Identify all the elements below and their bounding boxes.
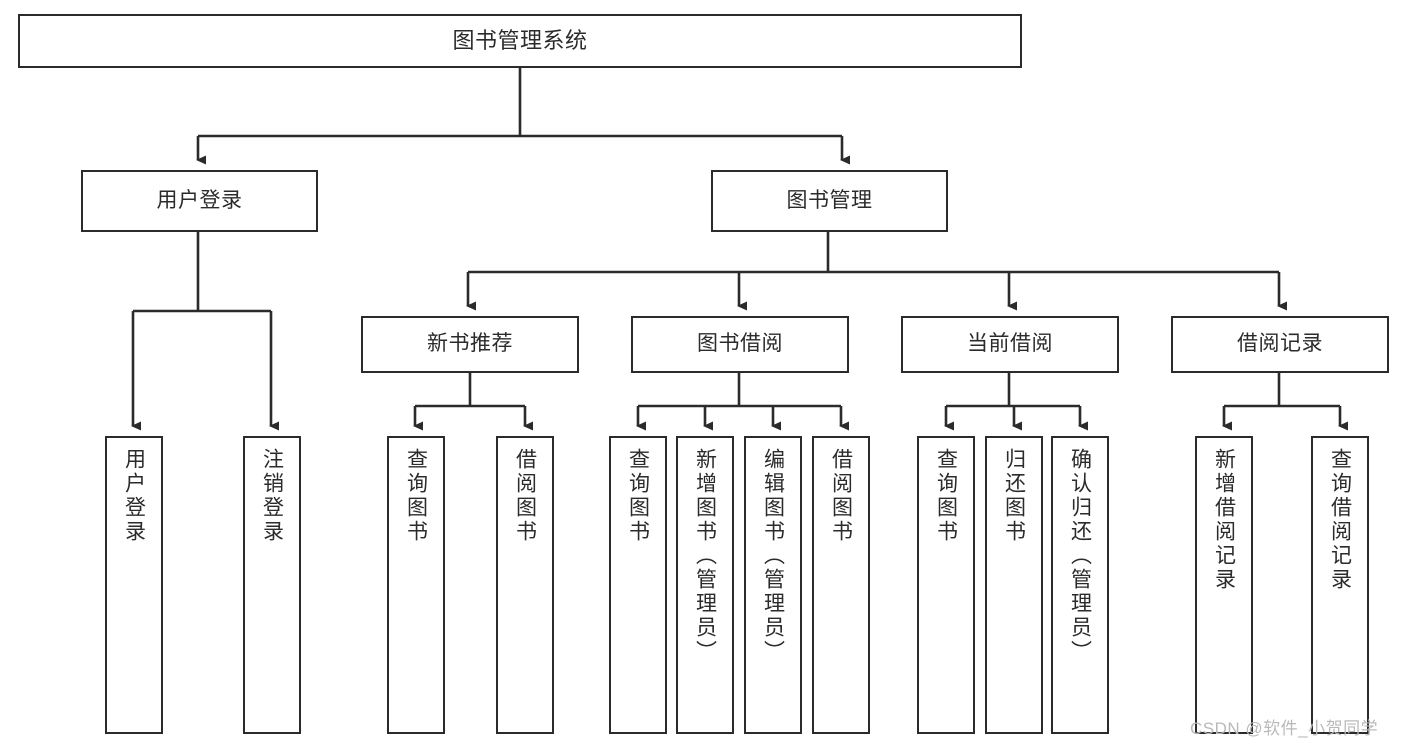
leaf-current-borrow-query-book[interactable]: 查询图书	[917, 436, 975, 734]
node-new-book-recommend[interactable]: 新书推荐	[361, 316, 579, 373]
leaf-new-book-query-book[interactable]: 查询图书	[387, 436, 445, 734]
node-book-management[interactable]: 图书管理	[711, 170, 948, 232]
node-label: 借阅图书	[829, 448, 853, 544]
leaf-new-book-borrow-book[interactable]: 借阅图书	[496, 436, 554, 734]
node-label: 用户登录	[156, 188, 243, 212]
node-label: 新增图书（管理员）	[693, 448, 717, 664]
leaf-borrow-record-add-record[interactable]: 新增借阅记录	[1195, 436, 1253, 734]
node-label: 查询借阅记录	[1328, 448, 1352, 592]
leaf-book-borrow-edit-book-admin[interactable]: 编辑图书（管理员）	[744, 436, 802, 734]
leaf-book-borrow-borrow-book[interactable]: 借阅图书	[812, 436, 870, 734]
node-label: 编辑图书（管理员）	[761, 448, 785, 664]
node-label: 查询图书	[934, 448, 958, 544]
node-label: 查询图书	[404, 448, 428, 544]
leaf-book-borrow-add-book-admin[interactable]: 新增图书（管理员）	[676, 436, 734, 734]
watermark: CSDN @软件_小贺同学	[1190, 719, 1379, 738]
node-label: 图书借阅	[697, 332, 783, 356]
node-borrow-record[interactable]: 借阅记录	[1171, 316, 1389, 373]
node-user-login[interactable]: 用户登录	[81, 170, 318, 232]
node-label: 图书管理	[786, 188, 873, 212]
node-label: 确认归还（管理员）	[1068, 448, 1092, 664]
leaf-borrow-record-query-record[interactable]: 查询借阅记录	[1311, 436, 1369, 734]
node-label: 新书推荐	[427, 332, 513, 356]
leaf-current-borrow-confirm-return-admin[interactable]: 确认归还（管理员）	[1051, 436, 1109, 734]
leaf-book-borrow-query-book[interactable]: 查询图书	[609, 436, 667, 734]
node-label: 查询图书	[626, 448, 650, 544]
node-label: 图书管理系统	[452, 28, 588, 54]
node-label: 借阅图书	[513, 448, 537, 544]
leaf-user-login-logout[interactable]: 注销登录	[243, 436, 301, 734]
node-label: 用户登录	[122, 448, 146, 544]
node-current-borrow[interactable]: 当前借阅	[901, 316, 1119, 373]
leaf-user-login-login[interactable]: 用户登录	[105, 436, 163, 734]
leaf-current-borrow-return-book[interactable]: 归还图书	[985, 436, 1043, 734]
node-label: 新增借阅记录	[1212, 448, 1236, 592]
node-label: 当前借阅	[967, 332, 1053, 356]
node-root-book-management-system[interactable]: 图书管理系统	[18, 14, 1022, 68]
node-label: 借阅记录	[1237, 332, 1323, 356]
node-label: 注销登录	[260, 448, 284, 544]
node-label: 归还图书	[1002, 448, 1026, 544]
node-book-borrow[interactable]: 图书借阅	[631, 316, 849, 373]
